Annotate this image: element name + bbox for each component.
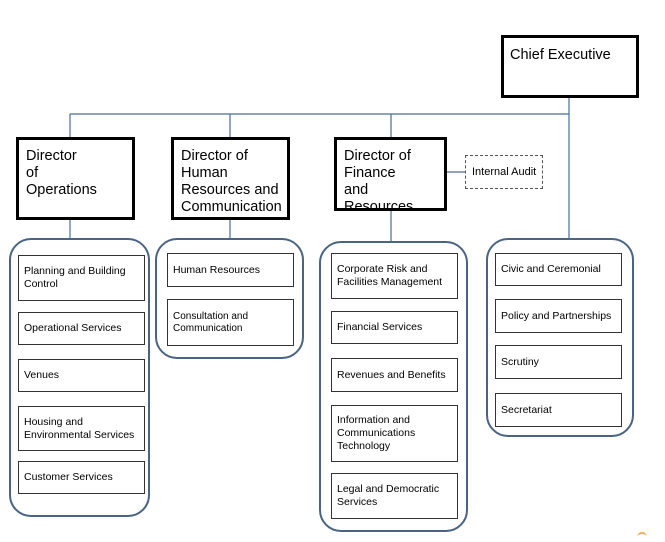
unit-label: Revenues and Benefits [337,368,446,381]
director-hr-box: Director of Human Resources and Communic… [171,137,290,220]
unit-label: Venues [24,369,60,381]
director-finance-box: Director of Finance and Resources [334,137,447,215]
unit-planning-building-control: Planning and Building Control [18,255,145,301]
director-operations-box: Director of Operations [16,137,135,220]
unit-financial-services: Financial Services [331,311,458,344]
unit-label: Civic and Ceremonial [501,263,601,275]
unit-label: Financial Services [337,321,423,333]
unit-housing-environmental: Housing and Environmental Services [18,406,145,451]
unit-customer-services: Customer Services [18,461,145,494]
unit-label: Legal and Democratic Services [337,483,440,508]
unit-label: Consultation and Communication [173,310,249,334]
unit-scrutiny: Scrutiny [495,345,622,379]
unit-consultation-communication: Consultation and Communication [167,299,294,346]
unit-label: Human Resources [173,263,260,276]
unit-venues: Venues [18,359,145,392]
chief-executive-label: Chief Executive [510,47,611,63]
unit-label: Housing and Environmental Services [24,415,135,441]
unit-label: Policy and Partnerships [501,309,612,322]
unit-human-resources: Human Resources [167,253,294,287]
unit-corporate-risk: Corporate Risk and Facilities Management [331,253,458,299]
unit-label: Scrutiny [501,355,539,368]
unit-label: Operational Services [24,322,122,334]
chief-executive-box: Chief Executive [501,35,639,98]
director-operations-label: Director of Operations [26,148,97,198]
unit-legal-democratic: Legal and Democratic Services [331,473,458,519]
unit-revenues-benefits: Revenues and Benefits [331,358,458,392]
unit-label: Customer Services [24,471,113,483]
unit-label: Planning and Building Control [24,265,126,290]
unit-civic-ceremonial: Civic and Ceremonial [495,253,622,286]
unit-policy-partnerships: Policy and Partnerships [495,299,622,333]
director-hr-label: Director of Human Resources and Communic… [181,148,282,215]
page-corner-mark [637,532,647,538]
unit-operational-services: Operational Services [18,312,145,345]
unit-ict: Information and Communications Technolog… [331,405,458,462]
unit-secretariat: Secretariat [495,393,622,427]
unit-label: Corporate Risk and Facilities Management [337,263,443,288]
director-finance-label: Director of Finance and Resources [344,148,414,215]
unit-label: Information and Communications Technolog… [337,414,416,452]
internal-audit-box: Internal Audit [465,155,543,189]
internal-audit-label: Internal Audit [472,165,537,178]
unit-label: Secretariat [501,403,552,416]
